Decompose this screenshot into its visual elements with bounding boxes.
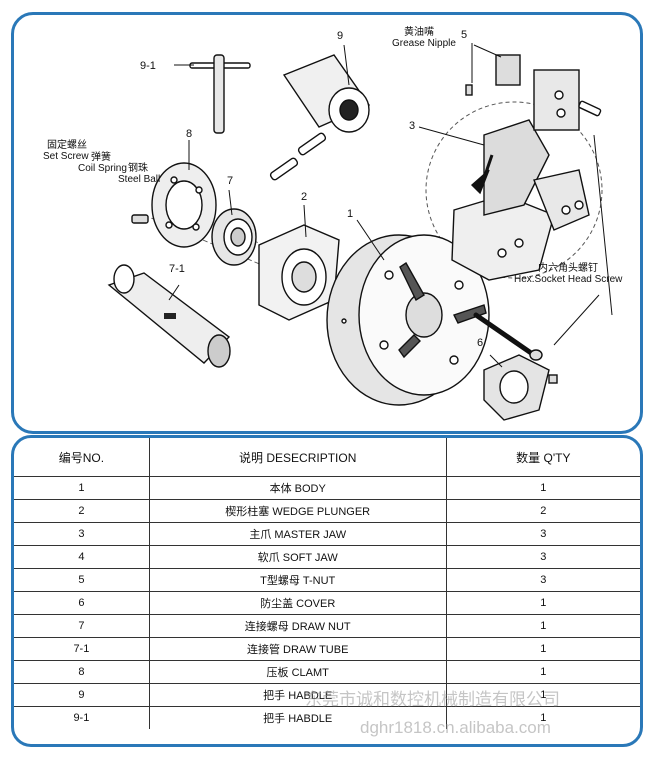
draw-nut-part	[211, 208, 257, 266]
part-number-7: 7	[227, 175, 234, 187]
cell-qty: 1	[446, 683, 640, 707]
cell-no: 5	[14, 568, 150, 592]
cell-no: 8	[14, 660, 150, 684]
cell-no: 3	[14, 522, 150, 546]
part-number-9: 9	[337, 30, 344, 42]
part-number-8: 8	[186, 128, 193, 140]
header-no: 编号NO.	[14, 438, 150, 477]
cell-qty: 1	[446, 660, 640, 684]
cell-desc: 软爪 SOFT JAW	[149, 545, 447, 569]
set-screw-label-cn: 固定螺丝	[47, 140, 87, 151]
jaw-assembly-part	[451, 119, 590, 281]
set-screw-label-en: Set Screw	[43, 151, 89, 162]
cell-desc: 楔形柱塞 WEDGE PLUNGER	[149, 499, 447, 523]
cell-desc: 压板 CLAMT	[149, 660, 447, 684]
cell-no: 6	[14, 591, 150, 615]
cell-no: 7-1	[14, 637, 150, 661]
cell-desc: 连接管 DRAW TUBE	[149, 637, 447, 661]
steel-ball-label-en: Steel Ball	[118, 174, 161, 185]
coil-spring-label-cn: 弹簧	[91, 152, 111, 163]
cell-no: 9	[14, 683, 150, 707]
cell-qty: 1	[446, 591, 640, 615]
t-nut-part	[495, 54, 580, 131]
dust-cover-part	[483, 354, 558, 421]
draw-tube-part	[107, 264, 231, 368]
cell-qty: 1	[446, 476, 640, 500]
cell-desc: T型螺母 T-NUT	[149, 568, 447, 592]
cell-desc: 防尘盖 COVER	[149, 591, 447, 615]
cell-no: 1	[14, 476, 150, 500]
hex-screw-label-en: Hex.Socket Head Screw	[514, 274, 623, 285]
clamp-plate-part	[151, 162, 217, 248]
wedge-plunger-part	[258, 224, 340, 321]
cell-qty: 3	[446, 522, 640, 546]
grease-nipple-label-cn: 黄油嘴	[404, 27, 434, 38]
cell-qty: 3	[446, 568, 640, 592]
cell-desc: 主爪 MASTER JAW	[149, 522, 447, 546]
handle-socket-part	[269, 54, 371, 181]
table-header-row: 编号NO. 说明 DESECRIPTION 数量 Q'TY	[14, 438, 640, 477]
part-number-5: 5	[461, 29, 468, 41]
set-screw-part	[131, 214, 149, 224]
cell-desc: 把手 HABDLE	[149, 683, 447, 707]
cell-qty: 1	[446, 614, 640, 638]
t-handle-part	[189, 54, 251, 134]
cell-qty: 3	[446, 545, 640, 569]
cell-no: 4	[14, 545, 150, 569]
part-number-7-1: 7-1	[169, 263, 185, 275]
cell-no: 7	[14, 614, 150, 638]
header-desc: 说明 DESECRIPTION	[149, 438, 447, 477]
cell-desc: 本体 BODY	[149, 476, 447, 500]
cell-qty: 1	[446, 637, 640, 661]
cell-no: 9-1	[14, 706, 150, 729]
grease-nipple-part	[465, 84, 473, 96]
exploded-diagram-panel: 9-1 9 5 3 8 7 2 1 7-1 6 黄油嘴 Grease Nippl…	[11, 12, 643, 434]
part-number-9-1: 9-1	[140, 60, 156, 72]
hex-screw-part	[473, 100, 602, 361]
grease-nipple-label-en: Grease Nipple	[392, 38, 456, 49]
hex-screw-label-cn: 内六角头螺钉	[538, 263, 598, 274]
part-number-3: 3	[409, 120, 416, 132]
part-number-1: 1	[347, 208, 354, 220]
steel-ball-label-cn: 钢珠	[128, 163, 148, 174]
cell-qty: 2	[446, 499, 640, 523]
cell-no: 2	[14, 499, 150, 523]
part-number-2: 2	[301, 191, 308, 203]
exploded-view-drawing	[107, 43, 613, 421]
cell-desc: 把手 HABDLE	[149, 706, 447, 729]
cell-qty: 1	[540, 712, 547, 724]
chuck-body-part	[326, 234, 490, 406]
coil-spring-label-en: Coil Spring	[78, 163, 127, 174]
cell-desc: 连接螺母 DRAW NUT	[149, 614, 447, 638]
header-qty: 数量 Q'TY	[446, 438, 640, 477]
part-number-6: 6	[477, 337, 484, 349]
